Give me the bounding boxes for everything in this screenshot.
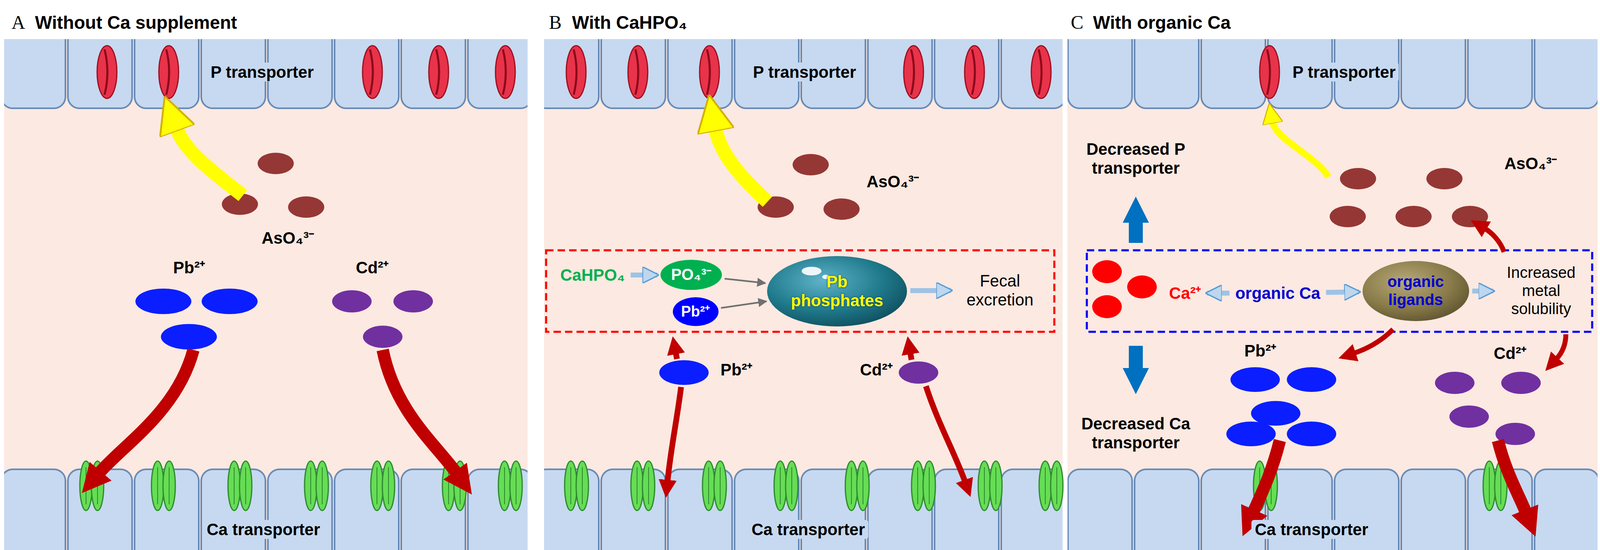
ion-label: Cd²⁺ xyxy=(860,360,894,380)
arsenate-ions xyxy=(221,152,1489,228)
node-text-group: Pb²⁺ xyxy=(681,302,710,320)
membrane-label: Ca transporter xyxy=(1251,519,1372,539)
node-text-group: organic Ca xyxy=(1235,283,1321,303)
calcium-ions xyxy=(1092,260,1157,319)
node-text: Increased metal solubility xyxy=(1499,263,1584,318)
effect-label: Decreased Ca transporter xyxy=(1072,413,1200,452)
ion-label: AsO₄³⁻ xyxy=(866,172,920,191)
panel-title: With CaHPO₄ xyxy=(572,12,688,34)
ligand-ellipse: organic ligands xyxy=(1361,260,1470,322)
node-text: PO₄³⁻ xyxy=(671,265,712,284)
flow-arrow xyxy=(724,278,766,284)
node-text-group: Increased metal solubility xyxy=(1499,263,1584,318)
panel-letter: A xyxy=(11,11,26,34)
ion-ellipse: Pb²⁺ xyxy=(672,296,720,327)
membrane-label: P transporter xyxy=(207,62,317,82)
node-text-group: PO₄³⁻ xyxy=(671,265,712,284)
node-text-group: Ca²⁺ xyxy=(1169,283,1202,303)
flow-arrow xyxy=(910,288,952,294)
node-text-group: Pb phosphates xyxy=(787,272,887,310)
node-text: CaHPO₄ xyxy=(560,265,626,285)
ellipse-outline xyxy=(766,255,908,328)
panel-letter: B xyxy=(548,11,562,34)
node-text: Fecal excretion xyxy=(956,271,1044,310)
yellow-uptake-arrows xyxy=(176,121,1329,202)
ion-label: Pb²⁺ xyxy=(720,360,753,380)
dashed-boxes xyxy=(546,250,1593,332)
node-text-group: organic ligands xyxy=(1378,272,1453,309)
reagent-text: CaHPO₄ xyxy=(557,263,629,287)
ion-label: Pb²⁺ xyxy=(173,258,206,277)
node-text-group: Fecal excretion xyxy=(956,271,1044,310)
outcome-text: Fecal excretion xyxy=(953,269,1047,312)
node-text: Pb phosphates xyxy=(787,272,887,310)
membrane-label: P transporter xyxy=(1289,62,1399,82)
flow-arrow xyxy=(1325,291,1359,293)
membrane-label: Ca transporter xyxy=(748,519,869,539)
flow-arrow xyxy=(1206,290,1230,296)
red-uptake-arrows xyxy=(98,228,1566,513)
flow-arrow xyxy=(630,272,658,278)
membrane-label: P transporter xyxy=(749,62,860,82)
panel-grounds xyxy=(4,39,1598,550)
outcome-text: Increased metal solubility xyxy=(1495,261,1587,320)
panel-letter: C xyxy=(1070,11,1084,34)
ion-label: Cd²⁺ xyxy=(355,258,390,277)
ion-label: AsO₄³⁻ xyxy=(1504,153,1558,173)
reagent-text: organic Ca xyxy=(1232,281,1324,305)
ion-label: AsO₄³⁻ xyxy=(261,228,315,248)
node-text: organic Ca xyxy=(1235,283,1321,303)
transporter-channels xyxy=(79,45,1507,511)
precipitate-ellipse: Pb phosphates xyxy=(766,255,908,328)
node-text: Pb²⁺ xyxy=(681,302,710,320)
membrane-label: Ca transporter xyxy=(203,519,324,539)
ion-label: Cd²⁺ xyxy=(1493,343,1528,363)
ion-ellipse: PO₄³⁻ xyxy=(659,258,723,291)
panel-title: Without Ca supplement xyxy=(34,12,238,34)
flow-arrow xyxy=(720,301,767,308)
node-text: Ca²⁺ xyxy=(1169,283,1202,303)
flow-arrow xyxy=(1472,288,1494,294)
panel-title: With organic Ca xyxy=(1093,12,1231,34)
node-text: organic ligands xyxy=(1378,272,1453,309)
blue-decrease-arrows xyxy=(1128,220,1143,371)
ion-text: Ca²⁺ xyxy=(1165,281,1205,305)
effect-label: Decreased P transporter xyxy=(1072,139,1200,178)
ion-label: Pb²⁺ xyxy=(1244,341,1277,361)
node-text-group: CaHPO₄ xyxy=(560,265,626,285)
